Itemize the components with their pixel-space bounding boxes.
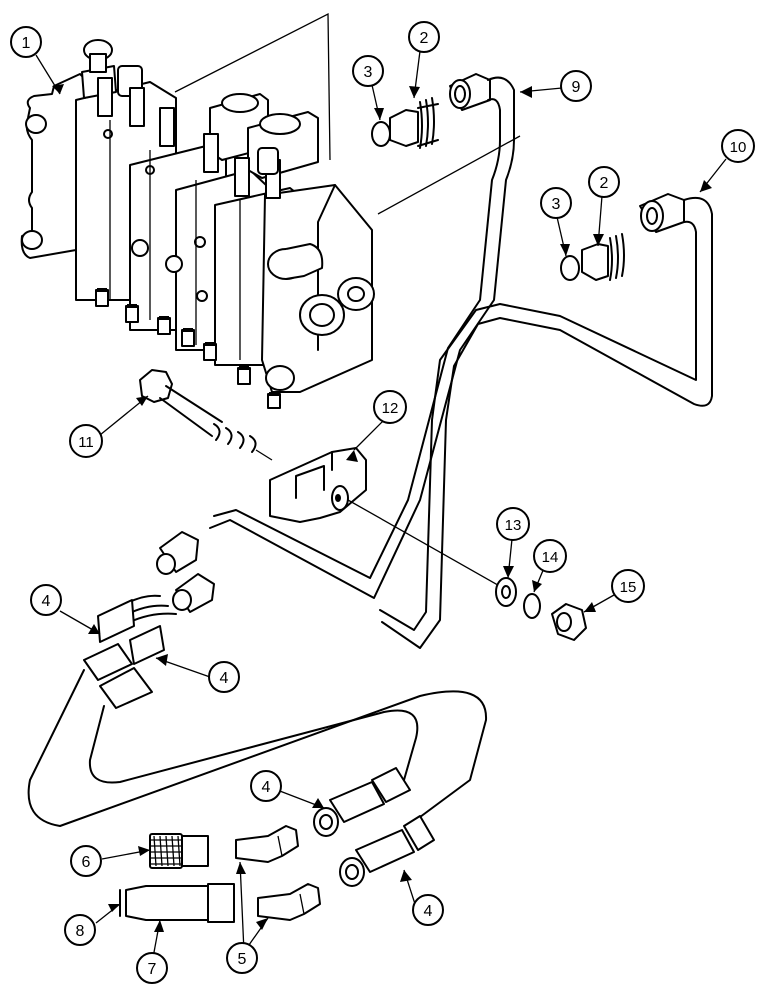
callout-3-upper: 3 <box>352 55 384 87</box>
hex-nut-15 <box>551 603 587 641</box>
callout-6: 6 <box>70 845 102 877</box>
leader-arrowheads <box>52 84 712 932</box>
lower-fitting-set <box>560 193 685 281</box>
callout-9: 9 <box>560 70 592 102</box>
control-valve-assembly <box>20 12 521 409</box>
callout-2-lower: 2 <box>588 166 620 198</box>
svg-text:7: 7 <box>148 961 157 978</box>
svg-text:5: 5 <box>238 951 247 968</box>
lock-washer-14 <box>523 593 541 619</box>
svg-text:13: 13 <box>505 517 522 534</box>
callout-4-lower-left: 4 <box>250 770 282 802</box>
callout-8: 8 <box>64 914 96 946</box>
svg-text:10: 10 <box>730 139 747 156</box>
svg-text:3: 3 <box>552 196 561 213</box>
steel-tube-10 <box>379 196 713 649</box>
callout-4-mid: 4 <box>208 661 240 693</box>
adapter-2-upper <box>389 109 419 147</box>
callout-13: 13 <box>496 507 530 541</box>
callout-1: 1 <box>10 26 42 58</box>
callout-12: 12 <box>373 390 407 424</box>
callout-4-lower-right: 4 <box>412 894 444 926</box>
callout-10: 10 <box>721 129 755 163</box>
callout-4-left: 4 <box>30 584 62 616</box>
svg-text:14: 14 <box>542 549 559 566</box>
svg-text:1: 1 <box>22 35 31 52</box>
callout-3-lower: 3 <box>540 187 572 219</box>
upper-fitting-set <box>371 73 491 149</box>
quick-coupler-male-7 <box>125 883 235 923</box>
quick-coupler-female-6 <box>149 833 209 869</box>
svg-text:9: 9 <box>572 79 581 96</box>
svg-text:4: 4 <box>262 779 271 796</box>
svg-text:4: 4 <box>220 670 229 687</box>
svg-text:2: 2 <box>420 30 429 47</box>
callout-7: 7 <box>136 952 168 984</box>
adapter-2-lower <box>581 243 609 281</box>
callout-14: 14 <box>533 539 567 573</box>
clamp-bolt-11 <box>139 369 273 461</box>
elbow-fittings-5 <box>235 825 321 921</box>
hose-end-lower <box>313 767 435 887</box>
svg-text:2: 2 <box>600 175 609 192</box>
svg-text:4: 4 <box>42 593 51 610</box>
hoses <box>27 669 488 827</box>
o-ring-3-upper <box>371 121 391 147</box>
o-ring-3-lower <box>560 255 580 281</box>
svg-text:11: 11 <box>78 434 94 451</box>
callout-5: 5 <box>226 942 258 974</box>
svg-text:8: 8 <box>76 923 85 940</box>
svg-text:4: 4 <box>424 903 433 920</box>
callout-11: 11 <box>69 424 103 458</box>
svg-text:6: 6 <box>82 854 91 871</box>
callout-2-upper: 2 <box>408 21 440 53</box>
tube-clamp-12 <box>269 447 511 593</box>
svg-text:12: 12 <box>382 400 399 417</box>
svg-text:3: 3 <box>364 64 373 81</box>
hose-fittings-upper <box>83 531 215 709</box>
svg-text:15: 15 <box>620 579 637 596</box>
callout-15: 15 <box>611 569 645 603</box>
